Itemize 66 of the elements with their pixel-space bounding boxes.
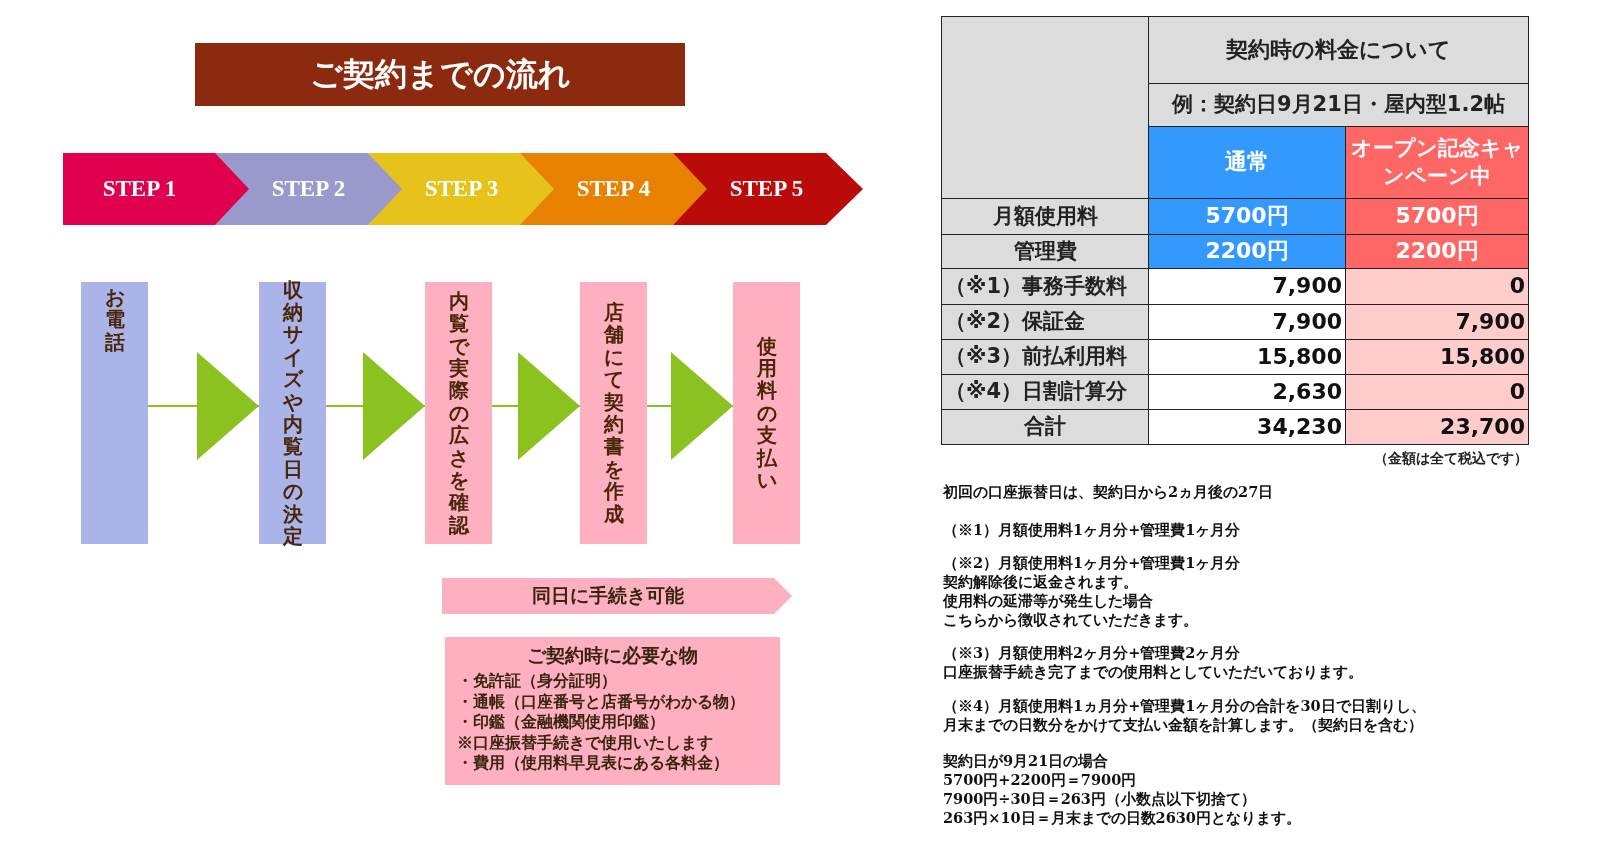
note-text: 契約解除後に返金されます。 — [943, 573, 1138, 592]
note-text: 使用料の延滞等が発生した場合 — [943, 592, 1153, 611]
note-text: 月末までの日数分をかけて支払い金額を計算します。（契約日を含む） — [943, 716, 1423, 735]
list-item: ・印鑑（金融機関使用印鑑） — [456, 712, 665, 733]
note-text: 口座振替手続き完了までの使用料としていただいております。 — [943, 663, 1363, 682]
note-text: こちらから徴収されていただきます。 — [943, 611, 1198, 630]
tax-note: （金額は全て税込です） — [1374, 450, 1528, 468]
table-cell: 例：契約日9月21日・屋内型1.2帖 — [1148, 83, 1529, 127]
table-cell: 23,700 — [1345, 409, 1529, 445]
step-header — [215, 153, 405, 225]
step-label: お電話 — [104, 286, 125, 354]
panel-heading: ご契約時に必要な物 — [526, 643, 699, 668]
list-item: ・通帳（口座番号と店番号がわかる物） — [456, 691, 745, 712]
note-text: （※3）月額使用料2ヶ月分+管理費2ヶ月分 — [943, 644, 1241, 663]
step-box — [425, 282, 492, 544]
table-cell: 契約時の料金について — [1148, 16, 1529, 84]
arrow — [147, 352, 260, 460]
step-box — [733, 282, 800, 544]
note-text: 7900円÷30日＝263円（小数点以下切捨て） — [943, 790, 1256, 809]
table-cell: 2200円 — [1345, 234, 1529, 269]
title-banner: ご契約までの流れ — [195, 43, 685, 106]
step-label: 内覧で実際の広さを確認 — [448, 289, 469, 537]
step-header — [673, 153, 863, 225]
note-text: 契約日が9月21日の場合 — [943, 752, 1109, 771]
step-label: STEP 5 — [729, 176, 804, 202]
arrow-banner — [442, 578, 792, 614]
step-box — [580, 282, 647, 544]
table-cell: 0 — [1345, 268, 1529, 305]
note-text: 初回の口座振替日は、契約日から2ヵ月後の27日 — [943, 483, 1274, 502]
table-cell: （※3）前払利用料 — [941, 339, 1149, 375]
arrow — [491, 352, 581, 460]
list-item: ※口座振替手続きで使用いたします — [456, 732, 713, 753]
table-cell: 管理費 — [941, 234, 1149, 269]
table-cell: 通常 — [1148, 126, 1346, 199]
table-cell: 7,900 — [1345, 304, 1529, 340]
step-label: 使用料の支払い — [756, 334, 777, 492]
step-box — [259, 282, 326, 544]
step-label: 店舗にて契約書を作成 — [603, 301, 624, 525]
step-label: STEP 2 — [271, 176, 346, 202]
note-text: 263円×10日＝月末までの日数2630円となります。 — [943, 809, 1301, 828]
table-cell: 5700円 — [1345, 198, 1529, 235]
step-label: STEP 4 — [576, 176, 651, 202]
note-text: （※1）月額使用料1ヶ月分+管理費1ヶ月分 — [943, 521, 1241, 540]
list-item: ・費用（使用料早見表にある各料金） — [456, 753, 729, 774]
step-box — [81, 282, 148, 544]
note-text: （※4）月額使用料1ヵ月分+管理費1ヶ月分の合計を30日で日割りし、 — [943, 697, 1426, 716]
note-text: 5700円+2200円＝7900円 — [943, 771, 1137, 790]
step-label: 収納サイズや内覧日の決定 — [282, 278, 303, 548]
table-cell: オープン記念キャンペーン中 — [1345, 126, 1529, 199]
table-cell: （※4）日割計算分 — [941, 374, 1149, 410]
table-cell: 合計 — [941, 409, 1149, 445]
table-cell: 15,800 — [1345, 339, 1529, 375]
step-header — [520, 153, 710, 225]
table-cell: （※1）事務手数料 — [941, 268, 1149, 305]
arrow — [646, 352, 734, 460]
table-cell: 月額使用料 — [941, 198, 1149, 235]
table-cell: （※2）保証金 — [941, 304, 1149, 340]
table-cell: 5700円 — [1148, 198, 1346, 235]
table-cell: 0 — [1345, 374, 1529, 410]
list-item: ・免許証（身分証明） — [456, 671, 617, 692]
table-cell: 2200円 — [1148, 234, 1346, 269]
info-panel — [445, 637, 780, 785]
step-label: 同日に手続き可能 — [531, 583, 685, 608]
step-label: STEP 3 — [424, 176, 499, 202]
arrow — [325, 352, 426, 460]
note-text: （※2）月額使用料1ヶ月分+管理費1ヶ月分 — [943, 554, 1241, 573]
